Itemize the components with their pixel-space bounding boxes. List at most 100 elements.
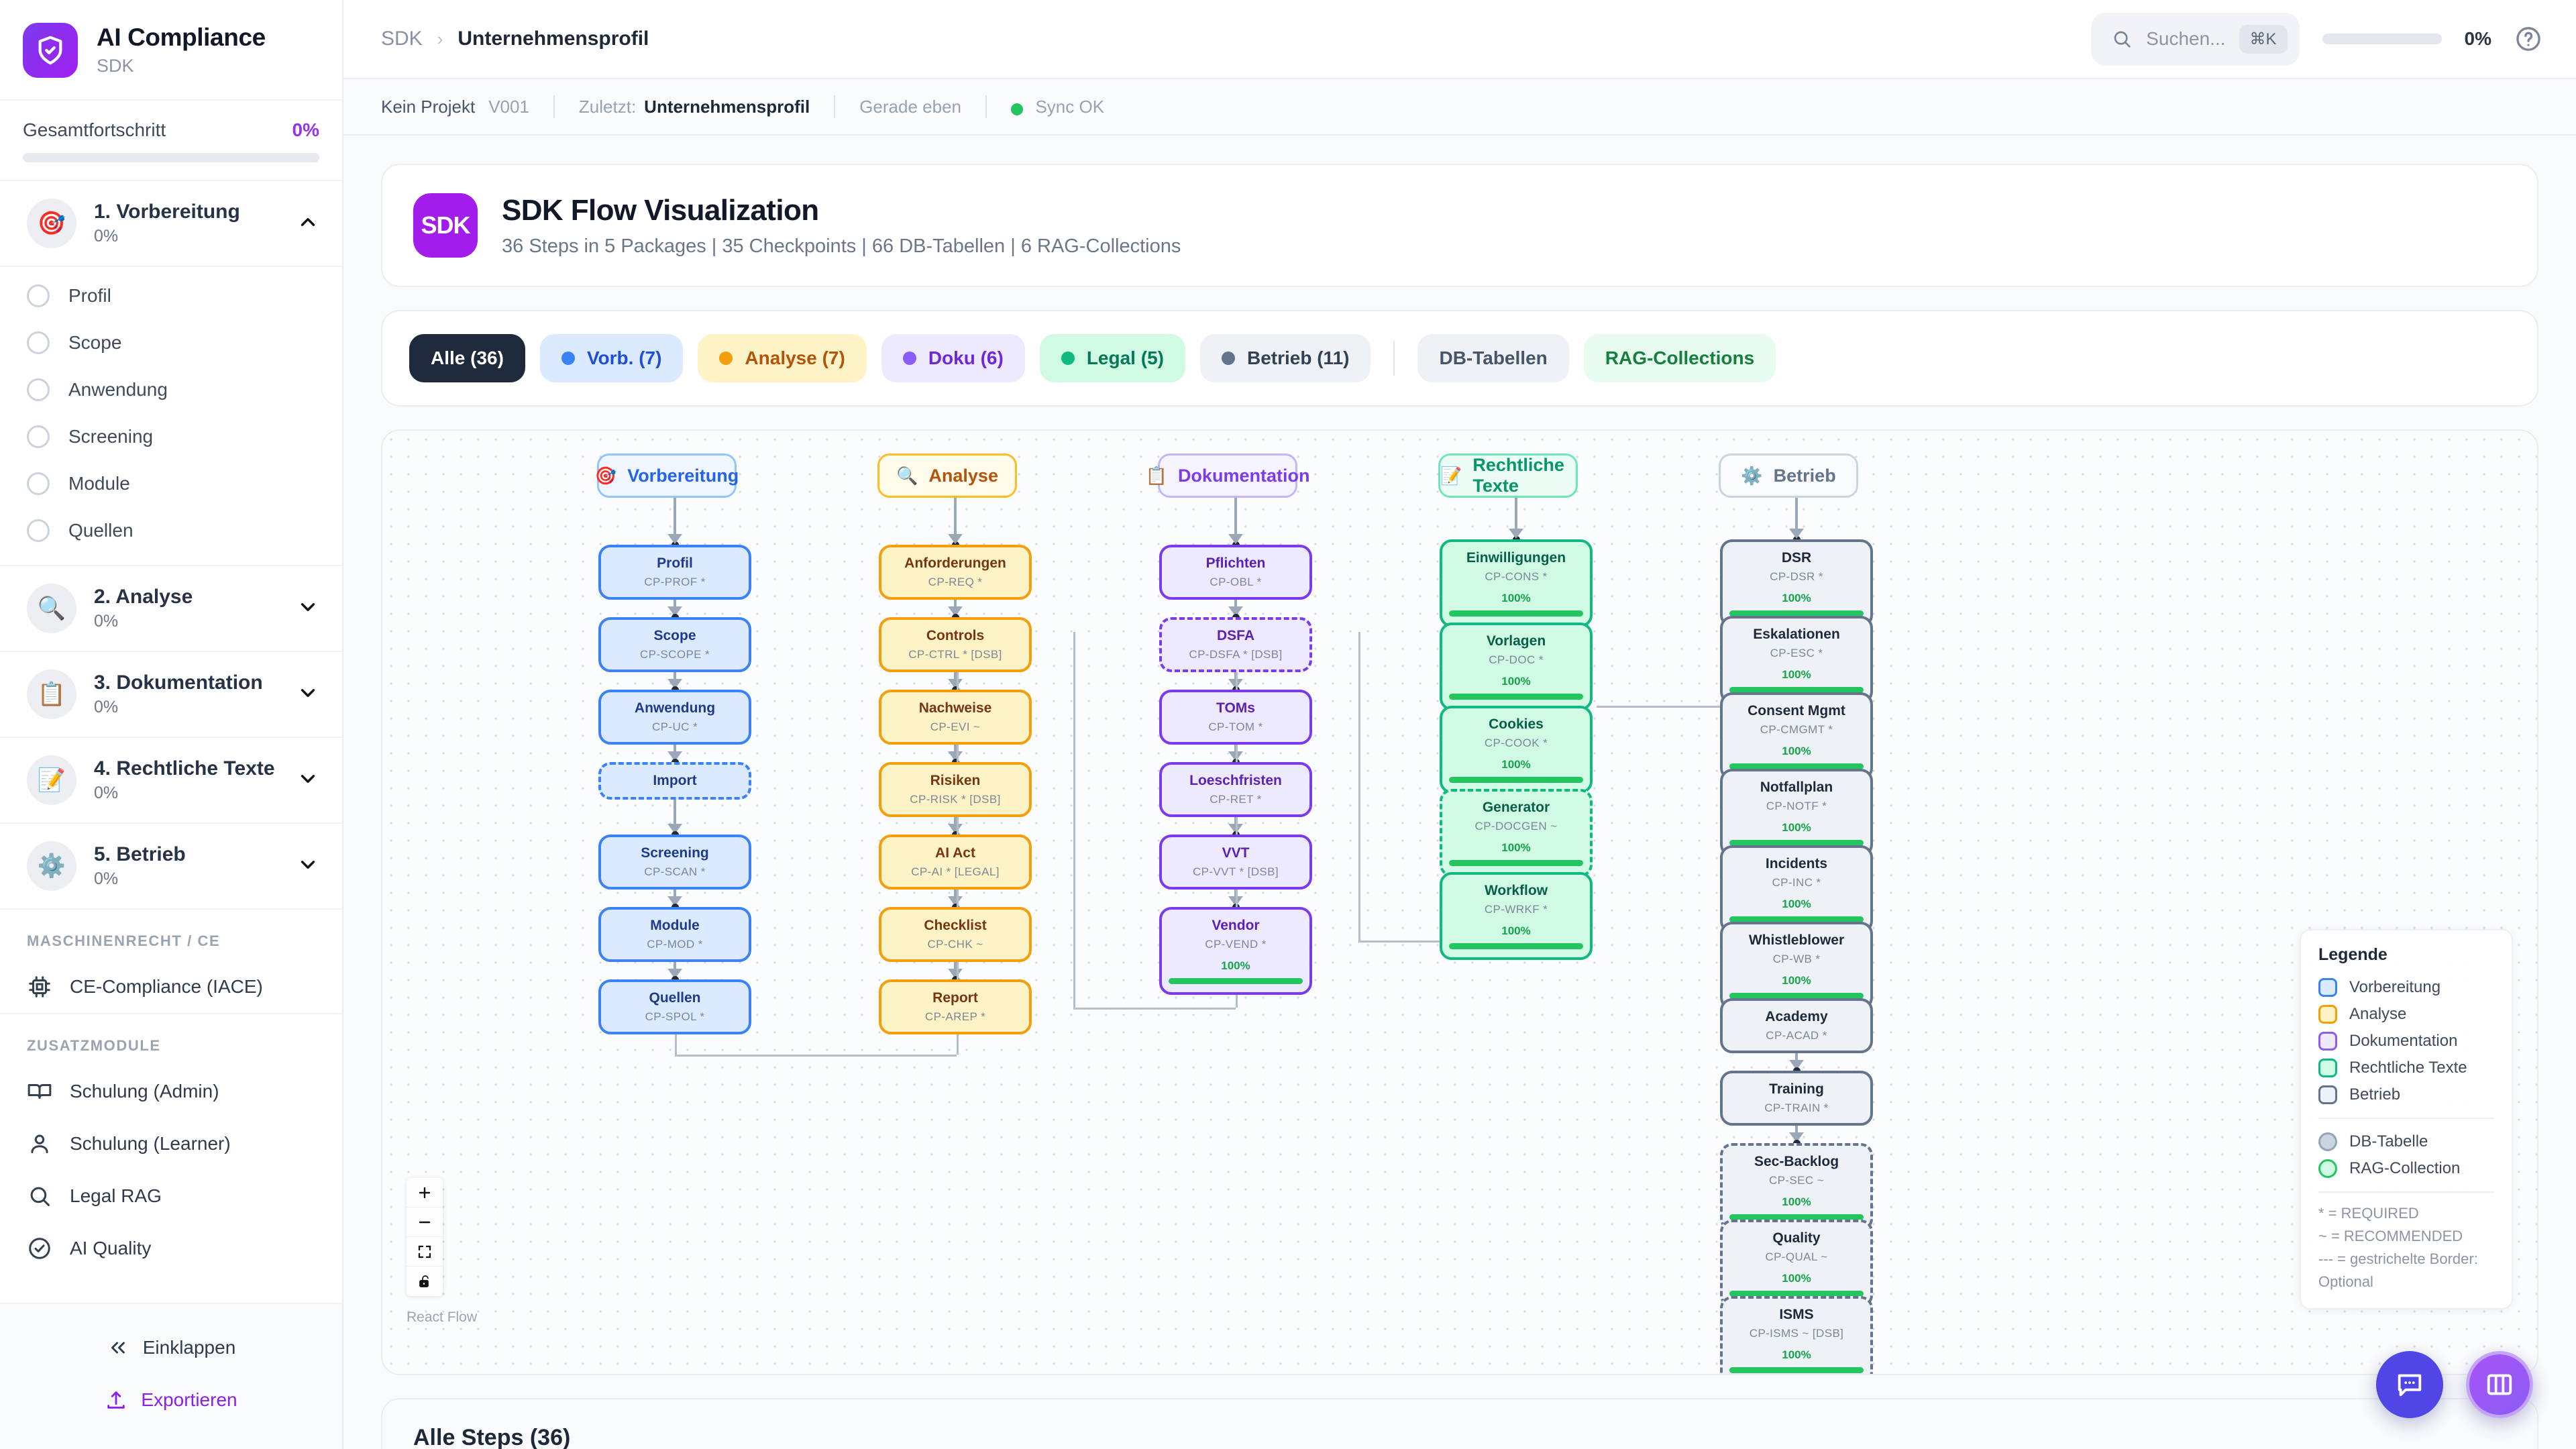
- panel-fab-button[interactable]: [2466, 1351, 2533, 1418]
- sidebar: AI Compliance SDK Gesamtfortschritt 0% 🎯…: [0, 0, 343, 1449]
- chat-fab-button[interactable]: [2376, 1351, 2443, 1418]
- filter-chip-legal-5[interactable]: Legal (5): [1039, 334, 1185, 382]
- edge-arrow-icon: [948, 751, 963, 761]
- search-shortcut-badge: ⌘K: [2239, 24, 2288, 54]
- chevron-down-icon[interactable]: [297, 767, 319, 794]
- edge-arrow-icon: [948, 969, 963, 979]
- lane-emoji-icon: 📝: [1440, 465, 1462, 486]
- breadcrumb-root[interactable]: SDK: [381, 28, 423, 50]
- zoom-out-button[interactable]: [407, 1208, 443, 1237]
- sidebar-item-quellen[interactable]: Quellen: [0, 507, 342, 554]
- sidebar-item-scope[interactable]: Scope: [0, 319, 342, 366]
- sidebar-item-screening[interactable]: Screening: [0, 413, 342, 460]
- chevron-down-icon[interactable]: [297, 682, 319, 708]
- filter-chip-db-tabellen[interactable]: DB-Tabellen: [1417, 334, 1569, 382]
- legend-swatch-icon: [2318, 977, 2337, 997]
- node-title: Quellen: [649, 990, 701, 1006]
- meta-last-value: Unternehmensprofil: [644, 96, 810, 117]
- sidebar-item-schulung-admin[interactable]: Schulung (Admin): [0, 1065, 342, 1118]
- sidebar-item-ai-quality[interactable]: AI Quality: [0, 1222, 342, 1275]
- sidebar-item-profil[interactable]: Profil: [0, 272, 342, 319]
- node-title: Report: [932, 990, 978, 1006]
- filter-chip-alle-36[interactable]: Alle (36): [409, 334, 525, 382]
- sidebar-item-label: Legal RAG: [70, 1185, 162, 1206]
- export-button[interactable]: Exportieren: [0, 1374, 342, 1426]
- edge-arrow-icon: [948, 606, 963, 616]
- flow-canvas[interactable]: 🎯Vorbereitung🔍Analyse📋Dokumentation📝Rech…: [381, 429, 2538, 1375]
- node-title: Einwilligungen: [1466, 550, 1566, 566]
- node-code: CP-ESC *: [1770, 647, 1823, 660]
- filter-chip-analyse-7[interactable]: Analyse (7): [698, 334, 867, 382]
- help-icon[interactable]: [2514, 25, 2542, 53]
- collapse-sidebar-button[interactable]: Einklappen: [0, 1322, 342, 1374]
- sidebar-item-anwendung[interactable]: Anwendung: [0, 366, 342, 413]
- node-title: Training: [1769, 1081, 1824, 1097]
- search-icon: [27, 1183, 52, 1209]
- flow-node-import[interactable]: Import: [598, 762, 751, 800]
- edge-arrow-icon: [948, 534, 963, 544]
- floating-action-buttons: [2376, 1351, 2533, 1418]
- sidebar-item-schulung-learner[interactable]: Schulung (Learner): [0, 1118, 342, 1170]
- filter-chip-doku-6[interactable]: Doku (6): [881, 334, 1025, 382]
- legend-swatch-icon: [2318, 1031, 2337, 1051]
- filter-chip-betrieb-11[interactable]: Betrieb (11): [1199, 334, 1371, 382]
- node-progress-bar: [1449, 610, 1583, 617]
- sidebar-item-legal-rag[interactable]: Legal RAG: [0, 1170, 342, 1222]
- node-progress-bar: [1449, 777, 1583, 784]
- sidebar-item-ce-compliance[interactable]: CE-Compliance (IACE): [0, 961, 342, 1013]
- flow-lane-rechtliche-texte: 📝Rechtliche Texte: [1438, 453, 1578, 498]
- filter-chip-rag-collections[interactable]: RAG-Collections: [1583, 334, 1776, 382]
- filter-chip-vorb-7[interactable]: Vorb. (7): [539, 334, 684, 382]
- chevron-down-icon[interactable]: [297, 596, 319, 622]
- search-input[interactable]: Suchen... ⌘K: [2091, 12, 2300, 66]
- zoom-in-button[interactable]: [407, 1178, 443, 1208]
- fit-view-button[interactable]: [407, 1237, 443, 1267]
- flow-connector: [1358, 941, 1516, 943]
- chevron-down-icon[interactable]: [297, 853, 319, 879]
- lock-button[interactable]: [407, 1267, 443, 1296]
- chip-dot-icon: [561, 352, 575, 365]
- sidebar-item-module[interactable]: Module: [0, 460, 342, 507]
- chevron-up-icon[interactable]: [297, 211, 319, 237]
